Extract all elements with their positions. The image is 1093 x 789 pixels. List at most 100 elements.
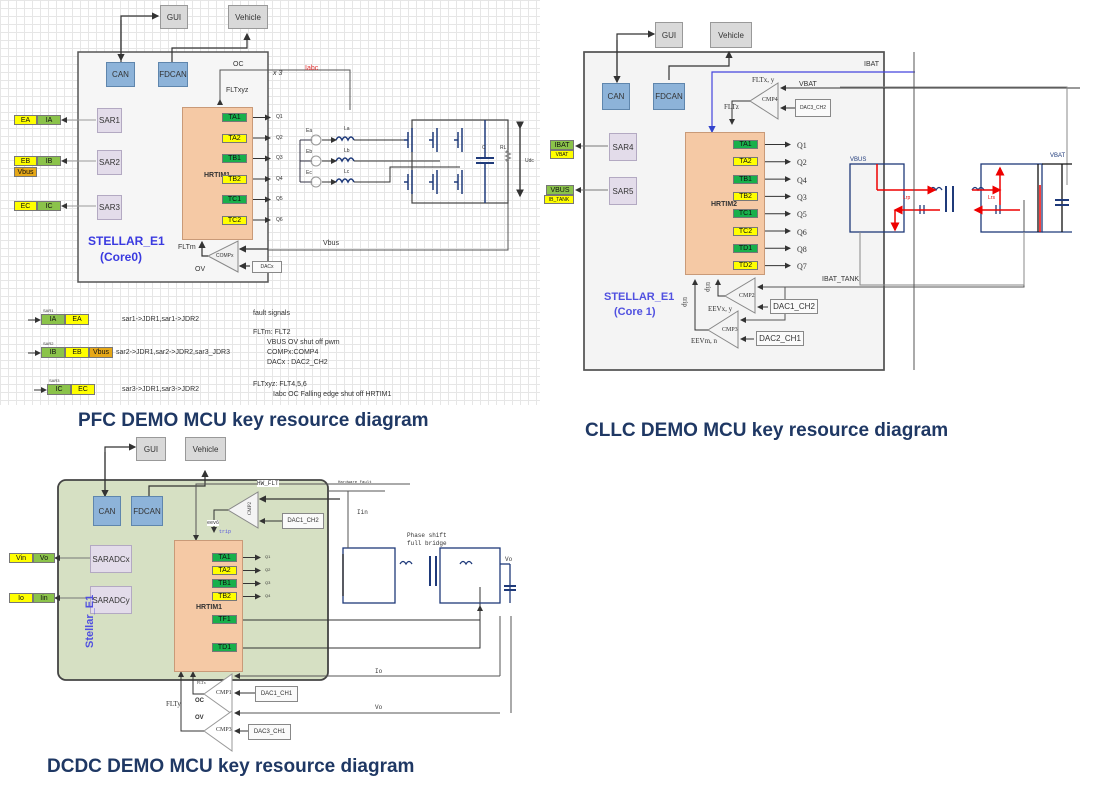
fdcan-box: FDCAN (131, 496, 163, 526)
hrtim2-label: HRTIM2 (711, 201, 738, 208)
vo-feedback-label: Vo (375, 704, 383, 711)
fltxyz-label: FLTxyz (226, 87, 249, 94)
tag-ibat: IBAT (550, 140, 574, 150)
chip-core: (Core 1) (614, 306, 656, 318)
hw-flt-label: HW_FLT (257, 480, 279, 487)
tag-vin: Vin (9, 553, 33, 563)
channel-ta1: TA1 (733, 140, 758, 149)
switch-label: Q1 (276, 114, 283, 120)
pfc-diagram: GUI Vehicle CAN FDCAN OC x 3 Iabc FLTxyz… (0, 0, 540, 431)
channel-tc1: TC1 (733, 209, 758, 219)
tag-vbus: Vbus (14, 167, 37, 177)
fault-line: Iabc OC Falling edge shut off HRTIM1 (273, 391, 392, 398)
fdcan-box: FDCAN (653, 83, 685, 110)
switch-label: Q6 (276, 216, 283, 223)
tag-ia: IA (37, 115, 61, 125)
load-rl: RL (500, 145, 507, 151)
can-box: CAN (602, 83, 630, 110)
vbus-node-label: VBUS (850, 157, 867, 163)
hrtim1-label: HRTIM1 (204, 172, 231, 179)
cllc-caption: CLLC DEMO MCU key resource diagram (585, 420, 949, 441)
channel-tc2: TC2 (733, 226, 758, 236)
sar3-label: SAR3 (99, 203, 120, 212)
channel-ta2: TA2 (212, 566, 237, 575)
dac1-ch2-box: DAC1_CH2 (282, 513, 324, 529)
gui-box: GUI (655, 22, 683, 48)
fltm-label: FLTm (178, 244, 196, 251)
dac1-ch1-label: DAC1_CH1 (260, 691, 293, 697)
switch-label: Q2 (797, 158, 807, 168)
dac3-ch1-box: DAC3_CH1 (248, 724, 291, 740)
lrs-label: Lrs (988, 195, 995, 201)
sar2-label: SAR2 (99, 158, 120, 167)
legend-mapping: sar1->JDR1,sar1->JDR2 (122, 316, 200, 323)
vbus-label: Vbus (323, 240, 339, 247)
switch-label: Q3 (797, 192, 807, 202)
fdcan-box: FDCAN (158, 62, 188, 87)
tag-vo: Vo (33, 553, 55, 563)
switch-label: Q1 (797, 141, 807, 150)
can-label: CAN (112, 70, 129, 79)
legend-tag: EA (65, 314, 89, 325)
ind-lc: Lc (344, 169, 350, 175)
can-label: CAN (98, 506, 116, 516)
tag-ic: IC (37, 201, 61, 211)
vbat-node-label: VBAT (1050, 153, 1066, 159)
lrp-label: Lrp (903, 195, 911, 201)
switch-label: Q4 (276, 175, 283, 182)
channel-ta2: TA2 (733, 157, 758, 167)
eevmn-label: EEVm, n (691, 337, 718, 345)
fltx-label: FLTx (197, 680, 206, 685)
fault-line: FLTm: FLT2 (253, 329, 291, 336)
hardware-fault-label: Hardware Fault (338, 481, 372, 485)
ind-lb: Lb (344, 148, 350, 154)
legend-sar-label: SAR1 (43, 308, 54, 313)
chip-name: STELLAR_E1 (604, 291, 675, 303)
sar3-box: SAR3 (97, 195, 122, 220)
legend-tag: EB (65, 347, 89, 358)
src-eb: Eb (306, 149, 313, 155)
fault-signals: fault signals FLTm: FLT2 VBUS OV shut of… (253, 309, 391, 400)
channel-td2: TD2 (733, 261, 758, 271)
dacx-box: DACx (252, 261, 282, 273)
saradcy-box: SARADCy (90, 586, 132, 614)
hrtim1-label: HRTIM1 (196, 604, 223, 611)
cmp3-label: CMP3 (216, 727, 232, 733)
sar4-label: SAR4 (612, 142, 634, 152)
channel-tb1: TB1 (222, 154, 247, 163)
fltz-label: FLTz (724, 103, 739, 111)
vehicle-label: Vehicle (235, 12, 261, 22)
flt-xy-label: FLTx, y (752, 76, 775, 84)
switch-label: Q1 (265, 554, 271, 559)
dcdc-diagram: GUI Vehicle CAN FDCAN HW_FLT Hardware Fa… (0, 436, 540, 789)
dac1-ch1-box: DAC1_CH1 (255, 686, 298, 702)
channel-tb1: TB1 (733, 174, 758, 184)
fdcan-label: FDCAN (159, 70, 187, 79)
trip-label: trip (703, 282, 712, 292)
dac1-box: DAC1_CH2 (770, 299, 818, 314)
fault-line: COMPx:COMP4 (267, 349, 319, 356)
switch-label: Q8 (797, 244, 807, 254)
tag-tf1: TF1 (212, 615, 237, 624)
switch-label: Q6 (797, 227, 807, 237)
legend-sar-label: SAR3 (49, 378, 60, 383)
sar5-label: SAR5 (612, 186, 634, 196)
compx-label: COMPx (216, 253, 234, 259)
iin-label: Iin (357, 509, 368, 516)
cmp4-label: CMP4 (762, 97, 778, 103)
switch-label: Q3 (265, 580, 271, 585)
legend-tag: IA (41, 314, 65, 325)
legend-tag: IC (47, 384, 71, 395)
dac1-label: DAC1_CH2 (773, 302, 815, 311)
gui-box: GUI (160, 5, 188, 29)
dac3-box: DAC3_CH2 (795, 99, 831, 117)
switch-label: Q4 (265, 593, 271, 598)
fdcan-label: FDCAN (655, 92, 683, 101)
switch-label: Q5 (797, 210, 807, 220)
flty-label: FLTy (166, 700, 181, 708)
gui-label: GUI (166, 12, 182, 22)
full-bridge-label: full bridge (407, 540, 447, 547)
ibat-tank-label: IBAT_TANK (822, 276, 860, 283)
dcdc-caption: DCDC DEMO MCU key resource diagram (47, 756, 415, 777)
cmp1-label: CMP1 (216, 690, 232, 696)
